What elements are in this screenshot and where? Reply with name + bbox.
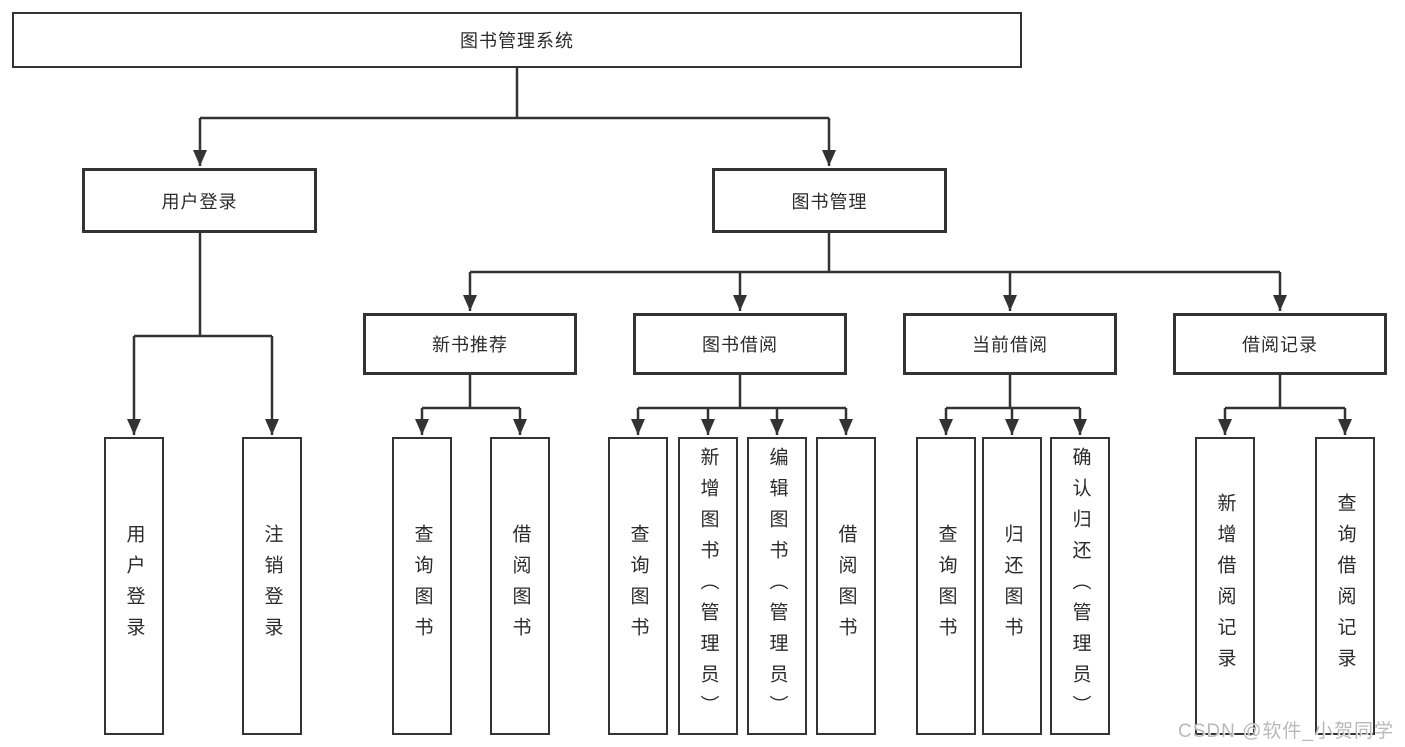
leaf-user-login: 用户登录 [104,437,164,735]
leaf-borrow-query-book: 查询图书 [608,437,668,735]
leaf-current-confirm-return-admin: 确认归还（管理员） [1050,437,1110,735]
leaf-records-query: 查询借阅记录 [1315,437,1375,735]
leaf-label: 确认归还（管理员） [1069,446,1091,726]
leaf-borrow-add-book-admin: 新增图书（管理员） [678,437,738,735]
node-book-management: 图书管理 [712,168,947,233]
leaf-current-return-book: 归还图书 [982,437,1042,735]
node-current-borrow: 当前借阅 [903,313,1117,375]
leaf-recommend-query-book: 查询图书 [392,437,452,735]
leaf-label: 编辑图书（管理员） [766,446,788,726]
node-book-borrow: 图书借阅 [633,313,847,375]
leaf-label: 查询图书 [935,524,957,648]
leaf-label: 查询图书 [411,524,433,648]
leaf-label: 查询借阅记录 [1334,493,1356,679]
leaf-label: 注销登录 [261,524,283,648]
node-borrow-records: 借阅记录 [1173,313,1387,375]
leaf-current-query-book: 查询图书 [916,437,976,735]
leaf-label: 查询图书 [627,524,649,648]
leaf-records-add: 新增借阅记录 [1195,437,1255,735]
leaf-label: 用户登录 [123,524,145,648]
leaf-label: 归还图书 [1001,524,1023,648]
leaf-label: 新增图书（管理员） [697,446,719,726]
leaf-label: 借阅图书 [835,524,857,648]
node-new-book-recommend: 新书推荐 [363,313,577,375]
leaf-borrow-edit-book-admin: 编辑图书（管理员） [747,437,807,735]
node-root: 图书管理系统 [12,12,1022,68]
leaf-label: 新增借阅记录 [1214,493,1236,679]
node-user-login: 用户登录 [82,168,317,233]
leaf-recommend-borrow-book: 借阅图书 [490,437,550,735]
leaf-borrow-borrow-book: 借阅图书 [816,437,876,735]
leaf-label: 借阅图书 [509,524,531,648]
leaf-logout: 注销登录 [242,437,302,735]
